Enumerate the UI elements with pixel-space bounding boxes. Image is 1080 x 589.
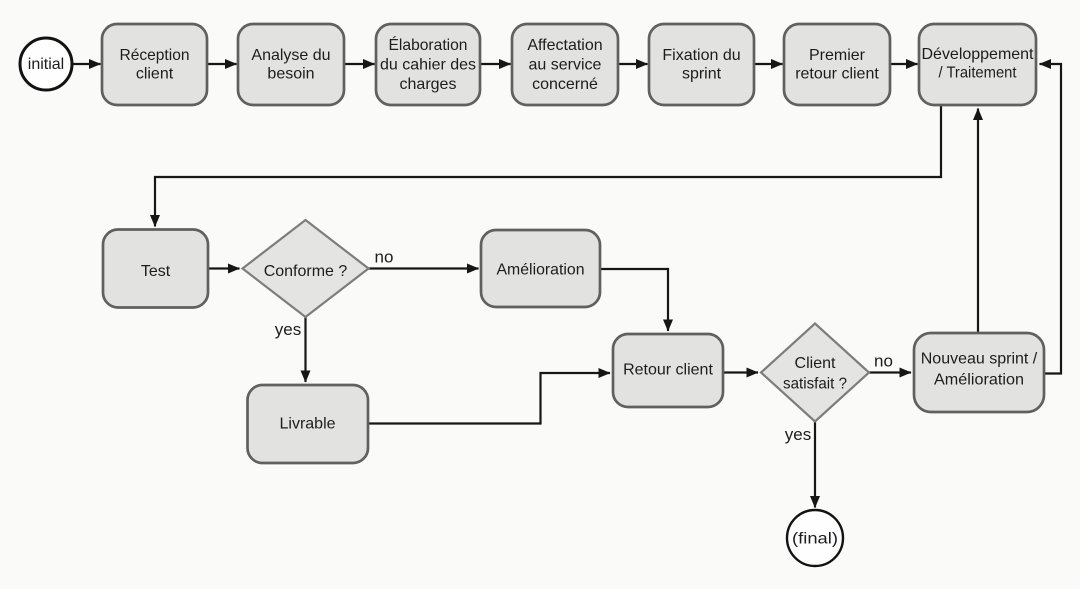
svg-text:Analyse du: Analyse du (251, 47, 330, 64)
svg-text:client: client (136, 66, 174, 83)
svg-text:sprint: sprint (682, 66, 722, 83)
svg-text:Premier: Premier (809, 47, 866, 64)
svg-text:Livrable: Livrable (279, 416, 335, 433)
svg-text:Amélioration: Amélioration (934, 372, 1024, 389)
svg-text:retour client: retour client (795, 66, 879, 83)
svg-text:Fixation du: Fixation du (662, 47, 740, 64)
svg-text:Affectation: Affectation (527, 37, 602, 54)
svg-text:Conforme ?: Conforme ? (264, 263, 348, 280)
svg-text:yes: yes (785, 425, 811, 444)
svg-text:no: no (874, 352, 893, 371)
svg-text:au service: au service (529, 57, 602, 74)
svg-text:Nouveau sprint /: Nouveau sprint / (921, 351, 1038, 368)
svg-text:Développement: Développement (922, 46, 1035, 63)
svg-text:concerné: concerné (532, 76, 598, 93)
svg-text:satisfait ?: satisfait ? (783, 376, 847, 393)
svg-text:Élaboration: Élaboration (389, 35, 468, 54)
svg-text:besoin: besoin (267, 66, 314, 83)
svg-text:du cahier des: du cahier des (380, 57, 476, 74)
svg-text:initial: initial (28, 56, 64, 73)
svg-text:(final): (final) (792, 531, 838, 548)
svg-text:charges: charges (400, 76, 457, 93)
svg-text:Test: Test (141, 263, 171, 280)
svg-text:/ Traitement: / Traitement (939, 65, 1018, 82)
svg-text:Amélioration: Amélioration (497, 262, 585, 279)
svg-text:no: no (375, 248, 394, 267)
svg-text:Retour client: Retour client (623, 362, 713, 379)
svg-text:Client: Client (795, 355, 836, 372)
svg-text:yes: yes (275, 320, 301, 339)
svg-text:Réception: Réception (120, 47, 190, 64)
